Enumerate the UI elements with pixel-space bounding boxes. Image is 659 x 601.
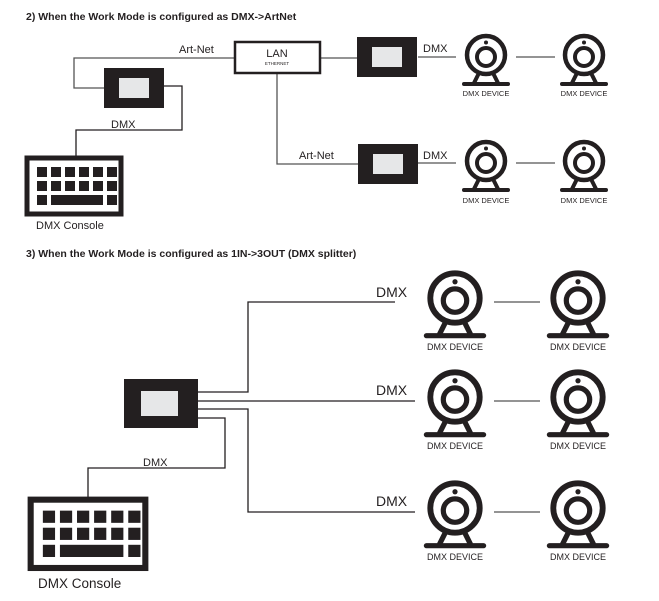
dmx-label-console-link: DMX (111, 119, 136, 131)
dmx-device-icon (562, 142, 606, 190)
lan-switch: LAN ETHERNET (233, 40, 322, 75)
dmx-device-icon (464, 36, 508, 84)
section2-title: 2) When the Work Mode is configured as D… (26, 11, 297, 23)
lan-label: LAN (266, 48, 287, 60)
section3-wires (87, 301, 540, 513)
dmx-device-icon (426, 372, 483, 434)
dmx-label-console-link: DMX (143, 457, 168, 469)
dmx-device-icon (426, 273, 483, 335)
controller-box-source (104, 68, 164, 108)
controller-box-bottom (358, 144, 418, 184)
section2-wires (73, 56, 555, 165)
controller-box-top (357, 37, 417, 77)
device-label: DMX DEVICE (550, 552, 606, 562)
artnet-label-bottom: Art-Net (299, 150, 334, 162)
device-label: DMX DEVICE (427, 552, 483, 562)
dmx-console-keyboard-icon (27, 158, 121, 214)
device-label: DMX DEVICE (561, 89, 608, 98)
dmx-device-icon (549, 273, 606, 335)
ethernet-label: ETHERNET (265, 61, 290, 66)
dmx-device-icon (464, 142, 508, 190)
device-label: DMX DEVICE (463, 89, 510, 98)
dmx-label-out-bottom: DMX (423, 150, 448, 162)
device-label: DMX DEVICE (561, 196, 608, 205)
dmx-label-out-2: DMX (376, 382, 408, 398)
dmx-device-icon (549, 483, 606, 545)
dmx-label-out-3: DMX (376, 493, 408, 509)
splitter-box (124, 379, 198, 428)
dmx-console-keyboard-icon (31, 500, 146, 568)
device-label: DMX DEVICE (427, 441, 483, 451)
artnet-label-top: Art-Net (179, 44, 214, 56)
section3-title: 3) When the Work Mode is configured as 1… (26, 248, 356, 260)
device-label: DMX DEVICE (550, 342, 606, 352)
dmx-device-icon (426, 483, 483, 545)
device-label: DMX DEVICE (550, 441, 606, 451)
device-label: DMX DEVICE (463, 196, 510, 205)
dmx-device-icon (549, 372, 606, 434)
device-label: DMX DEVICE (427, 342, 483, 352)
dmx-device-icon (562, 36, 606, 84)
dmx-label-out-top: DMX (423, 43, 448, 55)
console-label: DMX Console (36, 220, 104, 232)
dmx-label-out-1: DMX (376, 284, 408, 300)
console-label: DMX Console (38, 576, 121, 591)
